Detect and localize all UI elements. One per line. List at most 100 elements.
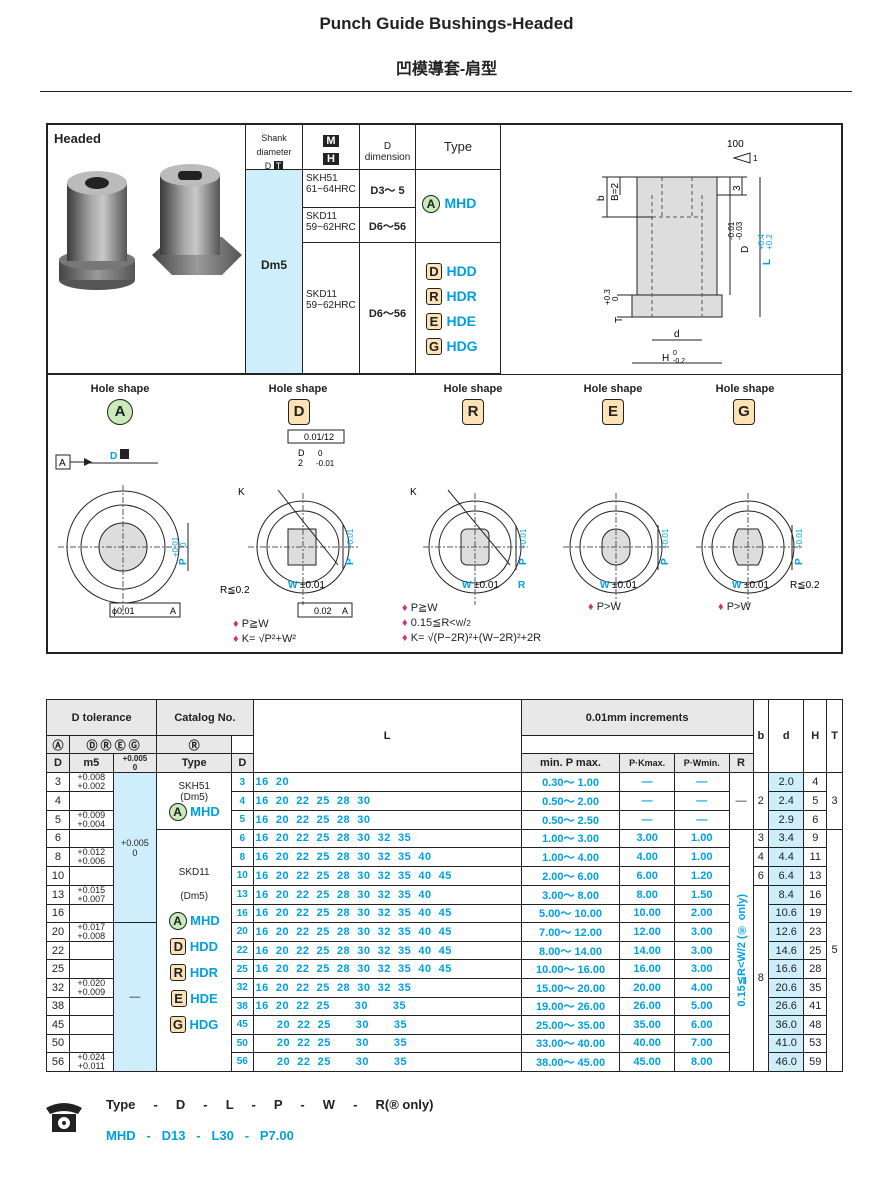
dm5-label: Dm5 bbox=[260, 258, 287, 272]
cell-m5 bbox=[68, 959, 114, 979]
cell-d-small: 6.4 bbox=[768, 866, 805, 886]
cell-l: 16 20 22 25 28 30 32 35 40 bbox=[252, 847, 522, 868]
notes-e: ♦ P>W bbox=[588, 601, 621, 613]
cell-d-small: 2.9 bbox=[768, 809, 805, 830]
th-d-tolerance: D tolerance bbox=[45, 699, 158, 736]
order-sep: - bbox=[282, 1097, 323, 1112]
order-sep: - bbox=[185, 1128, 212, 1143]
note-icon: ♦ bbox=[588, 601, 594, 613]
cell-m5: +0.024+0.011 bbox=[68, 1051, 114, 1072]
dm5-cell: Dm5 bbox=[246, 170, 303, 374]
cell-m5 bbox=[68, 1033, 114, 1053]
cell-d-small: 4.4 bbox=[768, 847, 805, 868]
svg-text:P: P bbox=[518, 558, 529, 565]
th-tol-lower: 0 bbox=[132, 763, 138, 773]
cell-d: 6 bbox=[46, 828, 70, 849]
svg-text:R: R bbox=[518, 580, 526, 591]
hole-d-drawing: 0.01/12 D 2 0 -0.01 K P +0.01 W ±0.01 R≦… bbox=[220, 429, 358, 618]
material-2: SKD11 bbox=[306, 211, 337, 222]
cell-p-range: 0.30～ 1.00 bbox=[520, 772, 621, 793]
svg-text:+0.01: +0.01 bbox=[519, 528, 528, 549]
cell-m5 bbox=[68, 1015, 114, 1035]
drawing-d: D bbox=[740, 246, 751, 253]
svg-text:W: W bbox=[462, 580, 472, 591]
cell-d2: 6 bbox=[231, 828, 254, 849]
cell-d-small: 8.4 bbox=[768, 884, 805, 905]
cell-h: 4 bbox=[803, 772, 828, 793]
drawing-d-small: d bbox=[674, 329, 680, 340]
note-r2-w: W bbox=[455, 619, 464, 628]
cell-h: 16 bbox=[803, 884, 828, 905]
cell-p-range: 15.00～ 20.00 bbox=[520, 977, 621, 998]
cell-d2: 5 bbox=[231, 809, 254, 830]
catalog-type-row: R HDR bbox=[159, 961, 229, 987]
type-hdr: HDR bbox=[446, 288, 477, 304]
shank-header: Shank diameter D T tolerance bbox=[246, 125, 303, 185]
order-value: P7.00 bbox=[259, 1128, 294, 1143]
hole-shape-label-d: Hole shape bbox=[268, 383, 328, 395]
note-e: P>W bbox=[596, 601, 621, 613]
cell-pw: 1.50 bbox=[673, 884, 730, 905]
cell-pw: 2.00 bbox=[673, 903, 730, 923]
cell-l: 16 20 22 25 28 30 32 35 40 45 bbox=[252, 903, 522, 923]
d-range-2: D6～56 bbox=[360, 208, 416, 243]
catalog-type-hde: HDE bbox=[186, 991, 218, 1007]
telephone-icon bbox=[46, 1103, 82, 1132]
svg-text:A: A bbox=[59, 458, 66, 469]
m5-value: +0.017 bbox=[77, 921, 106, 932]
type-hdd: HDD bbox=[446, 263, 477, 279]
cell-tol-dash: — bbox=[112, 921, 158, 1072]
cell-h: 23 bbox=[803, 921, 828, 942]
order-label: R(® only) bbox=[375, 1097, 434, 1112]
catalog-dm5: (Dm5) bbox=[180, 792, 209, 804]
badge-d: D bbox=[426, 263, 442, 280]
cell-d: 45 bbox=[46, 1015, 70, 1035]
cell-l: 16 20 22 25 28 30 bbox=[252, 809, 522, 830]
order-sep: - bbox=[135, 1128, 162, 1143]
cell-d2: 25 bbox=[231, 959, 254, 979]
cell-d: 16 bbox=[46, 903, 70, 923]
cell-pk: 40.00 bbox=[619, 1033, 675, 1053]
order-sep: - bbox=[335, 1097, 376, 1112]
cell-d-small: 36.0 bbox=[768, 1015, 805, 1035]
svg-text:±0.01: ±0.01 bbox=[744, 580, 769, 591]
cell-d2: 13 bbox=[231, 884, 254, 905]
cell-l: 16 20 22 25 28 30 bbox=[252, 791, 522, 811]
badge-a: A bbox=[168, 803, 187, 822]
notes-g: ♦ P>W bbox=[718, 601, 751, 613]
cell-h: 5 bbox=[803, 791, 828, 811]
product-photo-cell: Headed bbox=[48, 125, 246, 374]
cell-h: 13 bbox=[803, 866, 828, 886]
svg-text:K: K bbox=[238, 487, 245, 498]
cell-d: 32 bbox=[46, 977, 70, 998]
hole-r-drawing: K P +0.01 W ±0.01 R bbox=[410, 487, 529, 605]
cell-d2: 22 bbox=[231, 940, 254, 961]
cell-r-dash: — bbox=[728, 772, 754, 830]
cell-p-range: 1.00～ 3.00 bbox=[520, 828, 621, 849]
th-l: L bbox=[252, 698, 522, 774]
shape-badge-d: D bbox=[288, 399, 310, 425]
drawing-h: H bbox=[662, 353, 669, 364]
cell-m5 bbox=[68, 996, 114, 1017]
cell-pw: 1.00 bbox=[673, 847, 730, 868]
cell-l: 16 20 22 25 28 30 32 35 bbox=[252, 977, 522, 998]
note-icon: ♦ bbox=[402, 617, 408, 629]
th-R: R bbox=[728, 753, 754, 774]
cell-pw: 6.00 bbox=[673, 1015, 730, 1035]
drawing-h-upper: 0 bbox=[673, 350, 677, 357]
drawing-t: T bbox=[614, 317, 625, 323]
svg-text:W: W bbox=[600, 580, 610, 591]
cell-pw: 3.00 bbox=[673, 921, 730, 942]
order-sep: - bbox=[233, 1097, 274, 1112]
order-label: L bbox=[225, 1097, 234, 1112]
order-example-values: MHD - D13 - L30 - P7.00 bbox=[106, 1128, 294, 1143]
hole-shape-label-a: Hole shape bbox=[90, 383, 150, 395]
badge-r: R bbox=[170, 964, 187, 982]
